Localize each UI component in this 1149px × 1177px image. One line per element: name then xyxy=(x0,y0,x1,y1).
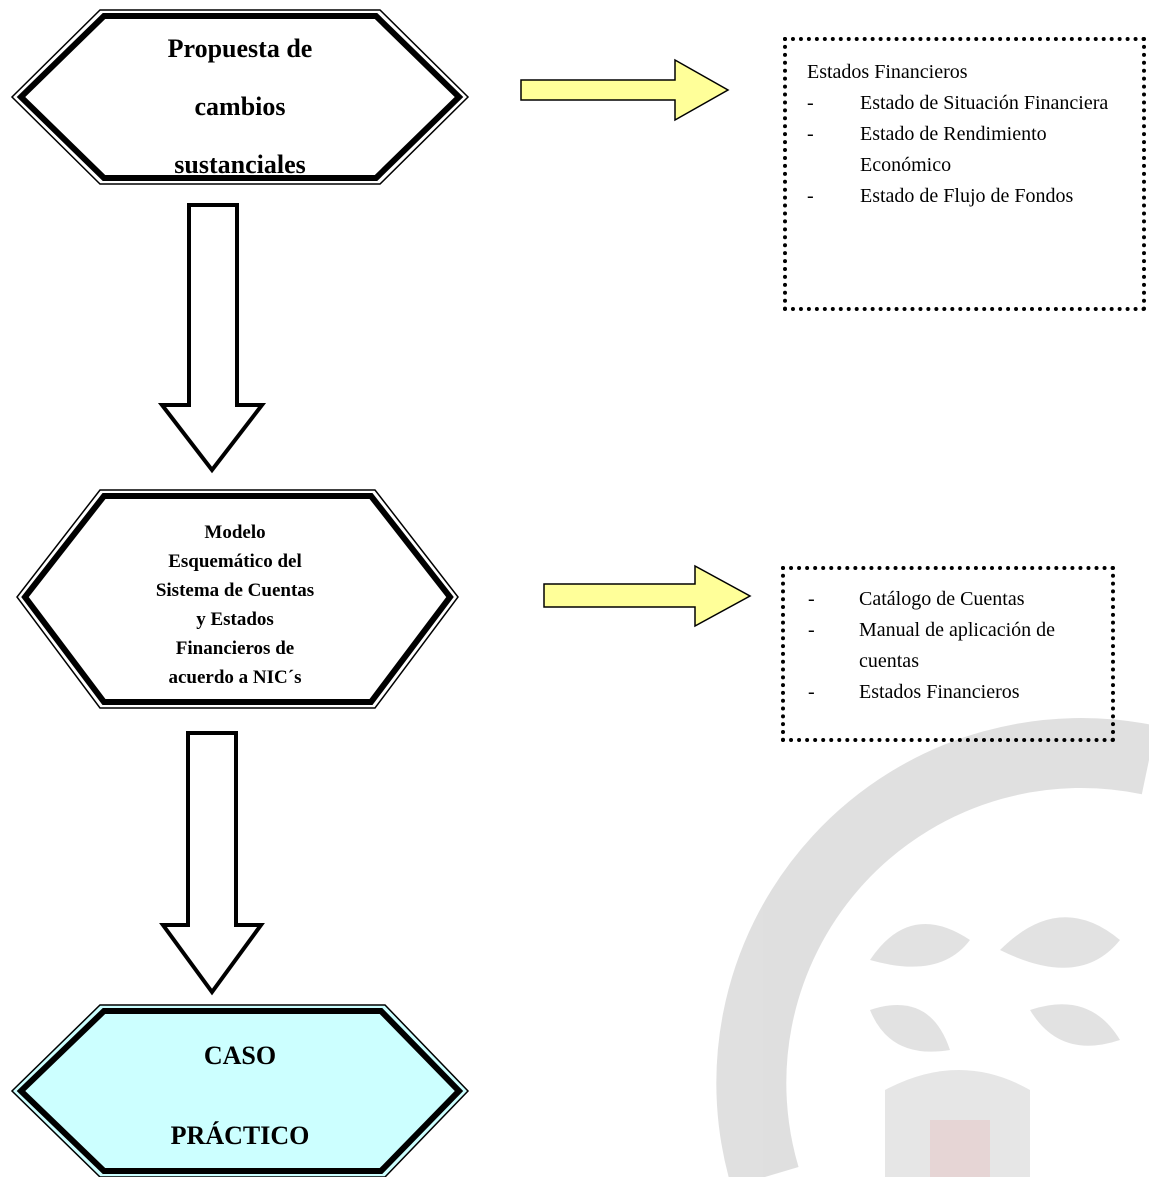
step2-line-2: Esquemático del xyxy=(168,551,302,572)
step1-hexagon xyxy=(10,9,470,185)
step2-line-6: acuerdo a NIC´s xyxy=(168,667,302,688)
list-item: - Estado de Rendimiento Económico xyxy=(807,119,1122,181)
university-seal-watermark xyxy=(716,718,1149,1177)
details-box-financial-statements: Estados Financieros - Estado de Situación… xyxy=(783,37,1146,311)
details-list: - Estado de Situación Financiera - Estado … xyxy=(807,88,1122,212)
bullet-dash: - xyxy=(808,619,815,641)
step2-line-3: Sistema de Cuentas xyxy=(155,580,315,601)
step2-line-5: Financieros de xyxy=(175,638,295,659)
list-item-text: Estado de Rendimiento Económico xyxy=(860,123,1047,176)
details-list: - Catálogo de Cuentas - Manual de aplicaci… xyxy=(805,584,1091,708)
step3-label: CASO PRÁCTICO xyxy=(110,1020,370,1172)
step2-line-1: Modelo xyxy=(204,522,266,543)
step1-line-2: cambios xyxy=(194,92,286,121)
step1-line-3: sustanciales xyxy=(174,150,306,179)
list-item: - Estado de Flujo de Fondos xyxy=(807,181,1122,212)
down-arrow-1 xyxy=(157,203,267,474)
list-item-text: Manual de aplicación de cuentas xyxy=(859,619,1056,672)
step1-line-1: Propuesta de xyxy=(167,34,313,63)
details-box-heading: Estados Financieros xyxy=(807,61,968,83)
bullet-dash: - xyxy=(808,681,815,703)
list-item: - Estados Financieros xyxy=(805,677,1091,708)
step1-label: Propuesta de cambios sustanciales xyxy=(110,22,370,192)
bullet-dash: - xyxy=(807,185,814,207)
list-item-text: Estado de Flujo de Fondos xyxy=(860,185,1074,207)
step3-line-1: CASO xyxy=(203,1041,277,1070)
bullet-dash: - xyxy=(807,123,814,145)
bullet-dash: - xyxy=(807,92,814,114)
list-item: - Catálogo de Cuentas xyxy=(805,584,1091,615)
down-arrow-2 xyxy=(159,731,265,996)
bullet-dash: - xyxy=(808,588,815,610)
step2-line-4: y Estados xyxy=(196,609,274,630)
list-item-text: Catálogo de Cuentas xyxy=(859,588,1025,610)
details-box-model-outputs: - Catálogo de Cuentas - Manual de aplicaci… xyxy=(781,566,1115,742)
right-arrow-1 xyxy=(520,58,730,122)
step3-hexagon xyxy=(10,1004,470,1177)
right-arrow-2 xyxy=(543,564,752,628)
list-item: - Manual de aplicación de cuentas xyxy=(805,615,1091,677)
step2-hexagon xyxy=(16,489,459,709)
list-item-text: Estados Financieros xyxy=(859,681,1020,703)
list-item-text: Estado de Situación Financiera xyxy=(860,92,1109,114)
step3-line-2: PRÁCTICO xyxy=(170,1121,310,1150)
list-item: - Estado de Situación Financiera xyxy=(807,88,1122,119)
step2-label: Modelo Esquemático del Sistema de Cuenta… xyxy=(100,510,370,700)
